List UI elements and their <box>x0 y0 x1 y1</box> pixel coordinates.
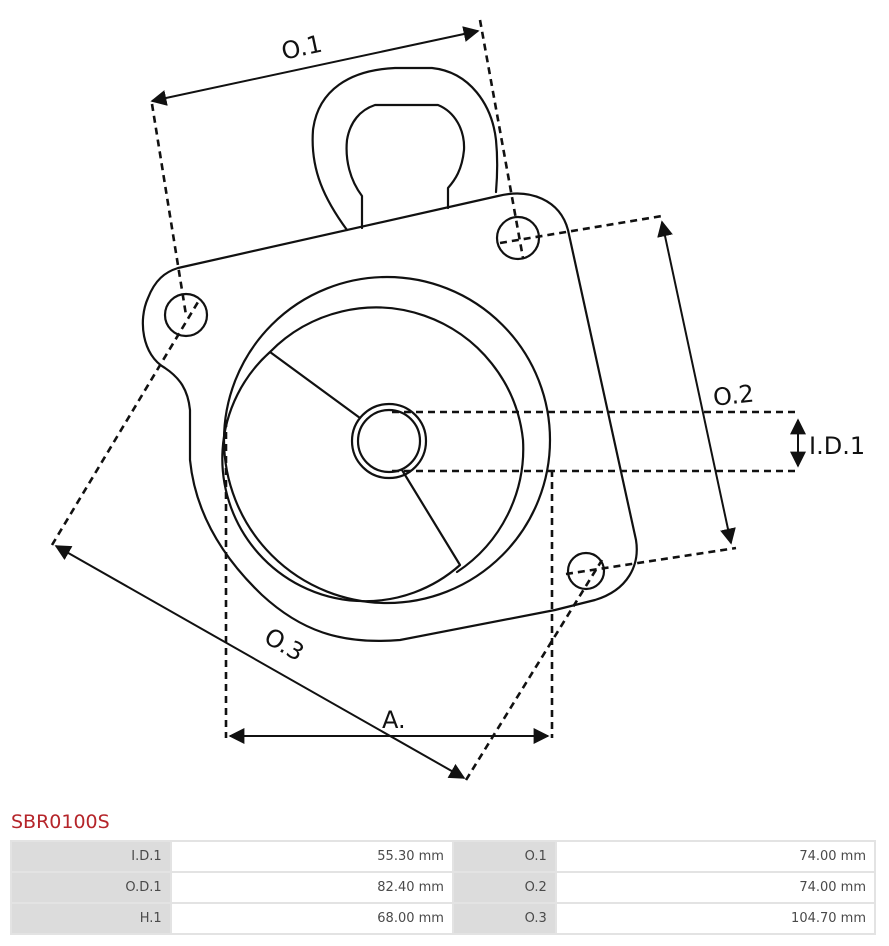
part-code-title: SBR0100S <box>11 811 110 833</box>
hole-top-right <box>495 215 541 261</box>
o3-dimension <box>54 545 466 779</box>
o3-label: O.3 <box>259 622 308 667</box>
outer-ring <box>222 275 552 605</box>
spec-label: H.1 <box>12 904 170 933</box>
spec-label: O.1 <box>453 842 555 871</box>
spec-value: 82.40 mm <box>171 873 452 902</box>
spec-value: 74.00 mm <box>556 873 874 902</box>
o1-dimension <box>150 26 480 106</box>
spec-label: O.D.1 <box>12 873 170 902</box>
spec-value: 104.70 mm <box>556 904 874 933</box>
specs-table: I.D.1 55.30 mm O.1 74.00 mm O.D.1 82.40 … <box>10 840 876 935</box>
o2-label: O.2 <box>712 380 756 412</box>
spec-label: O.3 <box>453 904 555 933</box>
table-row: I.D.1 55.30 mm O.1 74.00 mm <box>12 842 874 871</box>
table-row: H.1 68.00 mm O.3 104.70 mm <box>12 904 874 933</box>
bracket-diagram: O.1 O.2 O.3 I.D.1 A. <box>50 19 865 781</box>
spec-value: 74.00 mm <box>556 842 874 871</box>
o2-dimension <box>657 220 736 545</box>
spec-label: I.D.1 <box>12 842 170 871</box>
technical-drawing: O.1 O.2 O.3 I.D.1 A. <box>50 19 865 781</box>
bore-inner <box>356 408 422 474</box>
spec-value: 55.30 mm <box>171 842 452 871</box>
o1-label: O.1 <box>279 30 325 66</box>
top-loop-inner <box>345 103 466 230</box>
bracket-outline <box>141 192 638 642</box>
hole-left <box>163 292 209 338</box>
hole-bottom-right <box>566 551 606 591</box>
spec-label: O.2 <box>453 873 555 902</box>
inner-ring <box>221 306 525 603</box>
top-loop-outer <box>311 66 499 232</box>
a-label: A. <box>382 706 406 734</box>
bore-outer <box>350 402 428 480</box>
spec-value: 68.00 mm <box>171 904 452 933</box>
id1-label: I.D.1 <box>809 432 865 460</box>
table-row: O.D.1 82.40 mm O.2 74.00 mm <box>12 873 874 902</box>
